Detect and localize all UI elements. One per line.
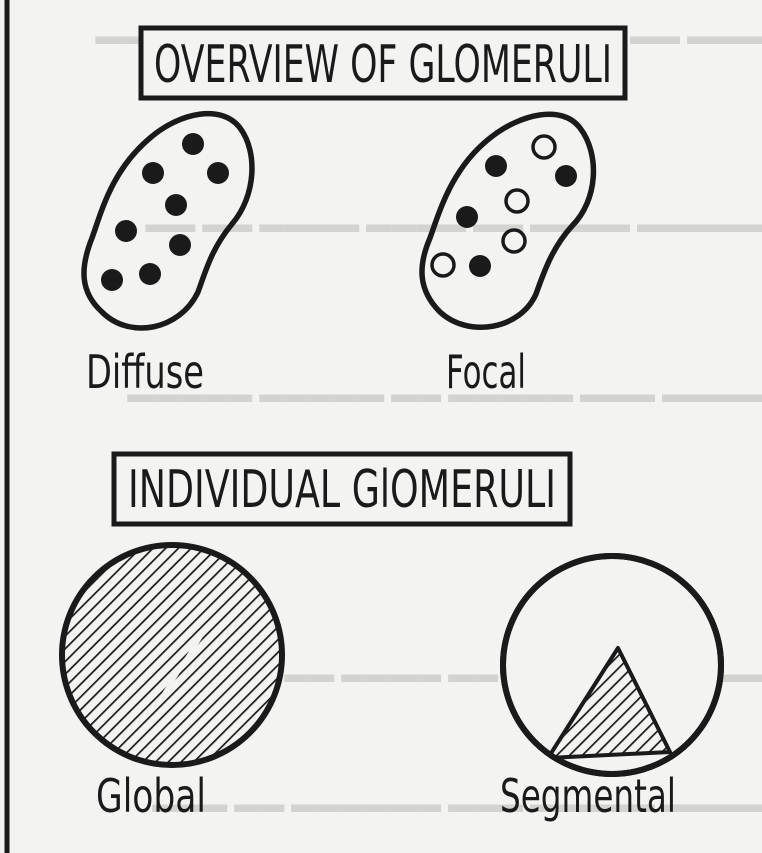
segmental-glomerulus bbox=[503, 556, 721, 774]
diffuse-glomerulus-dot bbox=[139, 263, 161, 285]
diffuse-glomerulus-group bbox=[84, 114, 252, 328]
diffuse-glomerulus-dot bbox=[207, 162, 229, 184]
segmental-label: Segmental bbox=[500, 769, 676, 823]
overview-title: OVERVIEW OF GLOMERULI bbox=[154, 35, 612, 95]
focal-glomerulus-dot-affected bbox=[485, 155, 507, 177]
focal-label: Focal bbox=[446, 345, 526, 399]
diffuse-glomerulus-dot bbox=[165, 194, 187, 216]
focal-kidney-outline bbox=[422, 114, 593, 327]
global-label: Global bbox=[96, 769, 206, 823]
global-glomerulus bbox=[62, 545, 282, 765]
diffuse-label: Diffuse bbox=[86, 345, 204, 399]
diffuse-kidney-outline bbox=[84, 114, 252, 328]
diffuse-glomerulus-dot bbox=[169, 234, 191, 256]
focal-glomerulus-dot-normal bbox=[503, 230, 525, 252]
diffuse-glomerulus-dot bbox=[142, 162, 164, 184]
focal-glomerulus-dot-affected bbox=[456, 206, 478, 228]
focal-glomerulus-dot-normal bbox=[506, 190, 528, 212]
diffuse-glomerulus-dot bbox=[101, 269, 123, 291]
diffuse-glomerulus-dot bbox=[115, 220, 137, 242]
focal-glomerulus-dot-affected bbox=[555, 165, 577, 187]
focal-glomerulus-dot-affected bbox=[469, 255, 491, 277]
focal-glomerulus-dot-normal bbox=[533, 136, 555, 158]
focal-glomerulus-dot-normal bbox=[432, 254, 454, 276]
individual-title: INDIVIDUAL GlOMERULI bbox=[128, 460, 556, 520]
diffuse-glomerulus-dot bbox=[182, 133, 204, 155]
focal-glomerulus-group bbox=[422, 114, 593, 327]
